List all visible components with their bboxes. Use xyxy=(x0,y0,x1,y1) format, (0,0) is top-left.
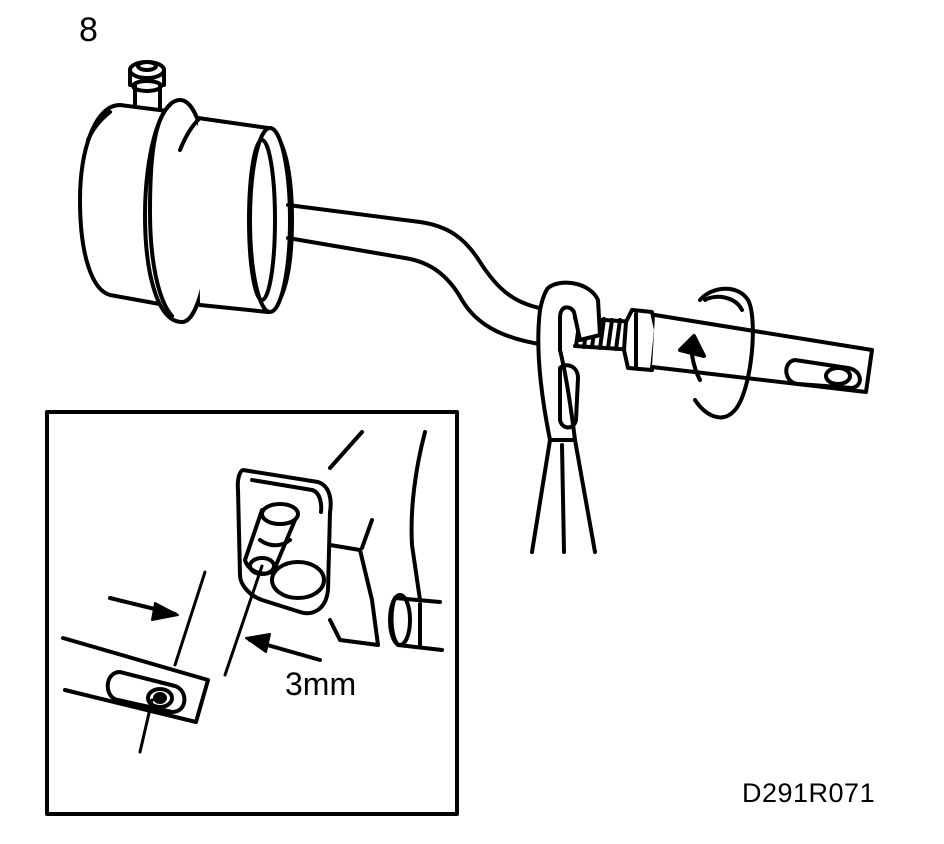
dimension-label: 3mm xyxy=(285,666,357,702)
inset-detail xyxy=(61,430,444,754)
dimension-arrow-icon xyxy=(108,596,322,662)
pin xyxy=(243,502,300,576)
spanner xyxy=(530,280,602,554)
inset-rod-end xyxy=(61,636,210,724)
inset-shaft xyxy=(389,596,444,652)
rotation-arrow-icon xyxy=(678,286,755,420)
step-number: 8 xyxy=(79,11,98,49)
actuator-canister xyxy=(78,60,294,324)
vacuum-nipple xyxy=(128,60,166,120)
adjuster-assembly xyxy=(573,286,874,420)
spanner-jaw xyxy=(536,280,602,442)
actuator-rod xyxy=(286,203,552,347)
lock-nut xyxy=(622,308,658,372)
inset-frame xyxy=(45,410,459,816)
rod-end-link xyxy=(650,313,874,394)
figure-code: D291R071 xyxy=(742,778,876,808)
